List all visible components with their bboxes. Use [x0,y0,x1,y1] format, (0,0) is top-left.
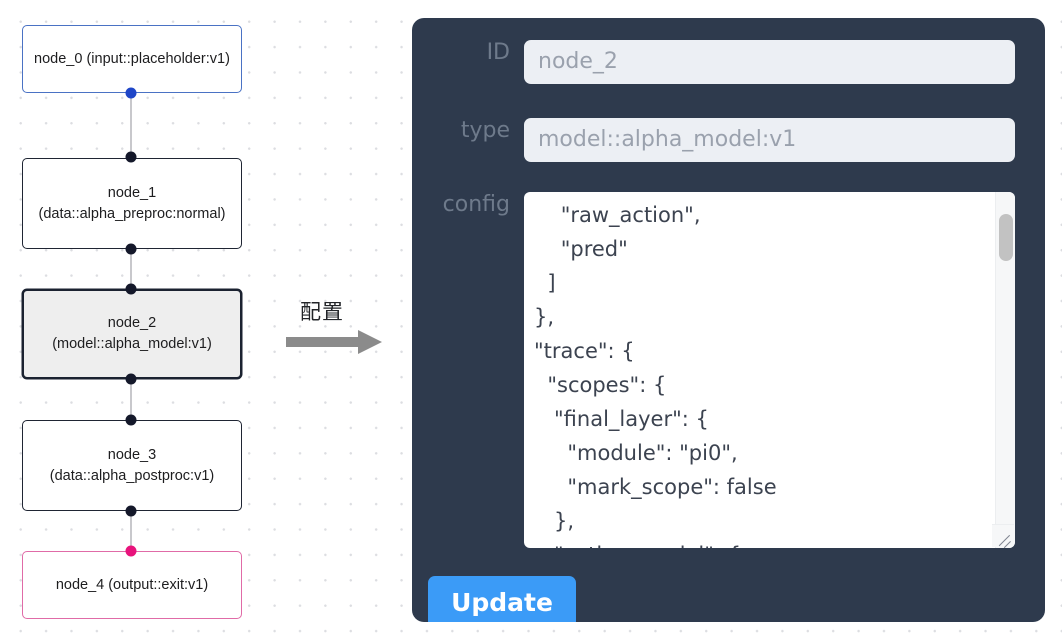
id-field-label: ID [486,40,510,65]
node-handle-source-node_2[interactable] [125,373,137,385]
configure-annotation: 配置 [286,296,396,366]
flow-node-node_2[interactable]: node_2 (model::alpha_model:v1) [22,289,242,379]
config-textarea[interactable]: "raw_action", "pred" ] }, "trace": { "sc… [534,203,777,548]
annotation-label: 配置 [300,300,344,324]
edge-node2-node3 [130,379,132,420]
field-row-type: type model::alpha_model:v1 [412,118,1045,162]
node-handle-source-node_3[interactable] [125,505,137,517]
resize-grip-icon[interactable] [992,524,1014,547]
flow-node-node_3[interactable]: node_3 (data::alpha_postproc:v1) [22,420,242,511]
flow-node-label: node_4 (output::exit:v1) [55,576,209,593]
edge-node3-node4 [130,511,132,551]
flow-node-node_0[interactable]: node_0 (input::placeholder:v1) [22,25,242,93]
node-handle-target-node_2[interactable] [125,283,137,295]
node-handle-target-node_4[interactable] [125,545,137,557]
node-handle-target-node_3[interactable] [125,414,137,426]
node-handle-source-node_1[interactable] [125,243,137,255]
flow-node-label: node_1 (data::alpha_preproc:normal) [38,184,226,222]
edge-node0-node1 [130,93,132,158]
id-input[interactable]: node_2 [524,40,1015,84]
flow-node-label: node_0 (input::placeholder:v1) [34,50,230,67]
type-input[interactable]: model::alpha_model:v1 [524,118,1015,162]
config-field-label: config [442,192,510,217]
flow-node-label: node_2 (model::alpha_model:v1) [52,315,212,352]
node-handle-source-node_0[interactable] [125,87,137,99]
field-row-config: config "raw_action", "pred" ] }, "trace"… [412,192,1045,548]
update-button[interactable]: Update [428,576,576,622]
config-scrollbar-thumb[interactable] [999,214,1013,261]
flow-node-label: node_3 (data::alpha_postproc:v1) [49,446,215,484]
type-field-label: type [460,118,510,143]
flow-node-node_4[interactable]: node_4 (output::exit:v1) [22,551,242,619]
config-scrollbar[interactable] [995,192,1015,548]
node-handle-target-node_1[interactable] [125,151,137,163]
node-properties-panel: ID node_2 type model::alpha_model:v1 con… [412,18,1045,622]
right-arrow-icon [286,330,382,354]
config-textarea-wrapper[interactable]: "raw_action", "pred" ] }, "trace": { "sc… [524,192,1015,548]
field-row-id: ID node_2 [412,40,1045,84]
flow-node-node_1[interactable]: node_1 (data::alpha_preproc:normal) [22,158,242,249]
edge-node1-node2 [130,249,132,289]
